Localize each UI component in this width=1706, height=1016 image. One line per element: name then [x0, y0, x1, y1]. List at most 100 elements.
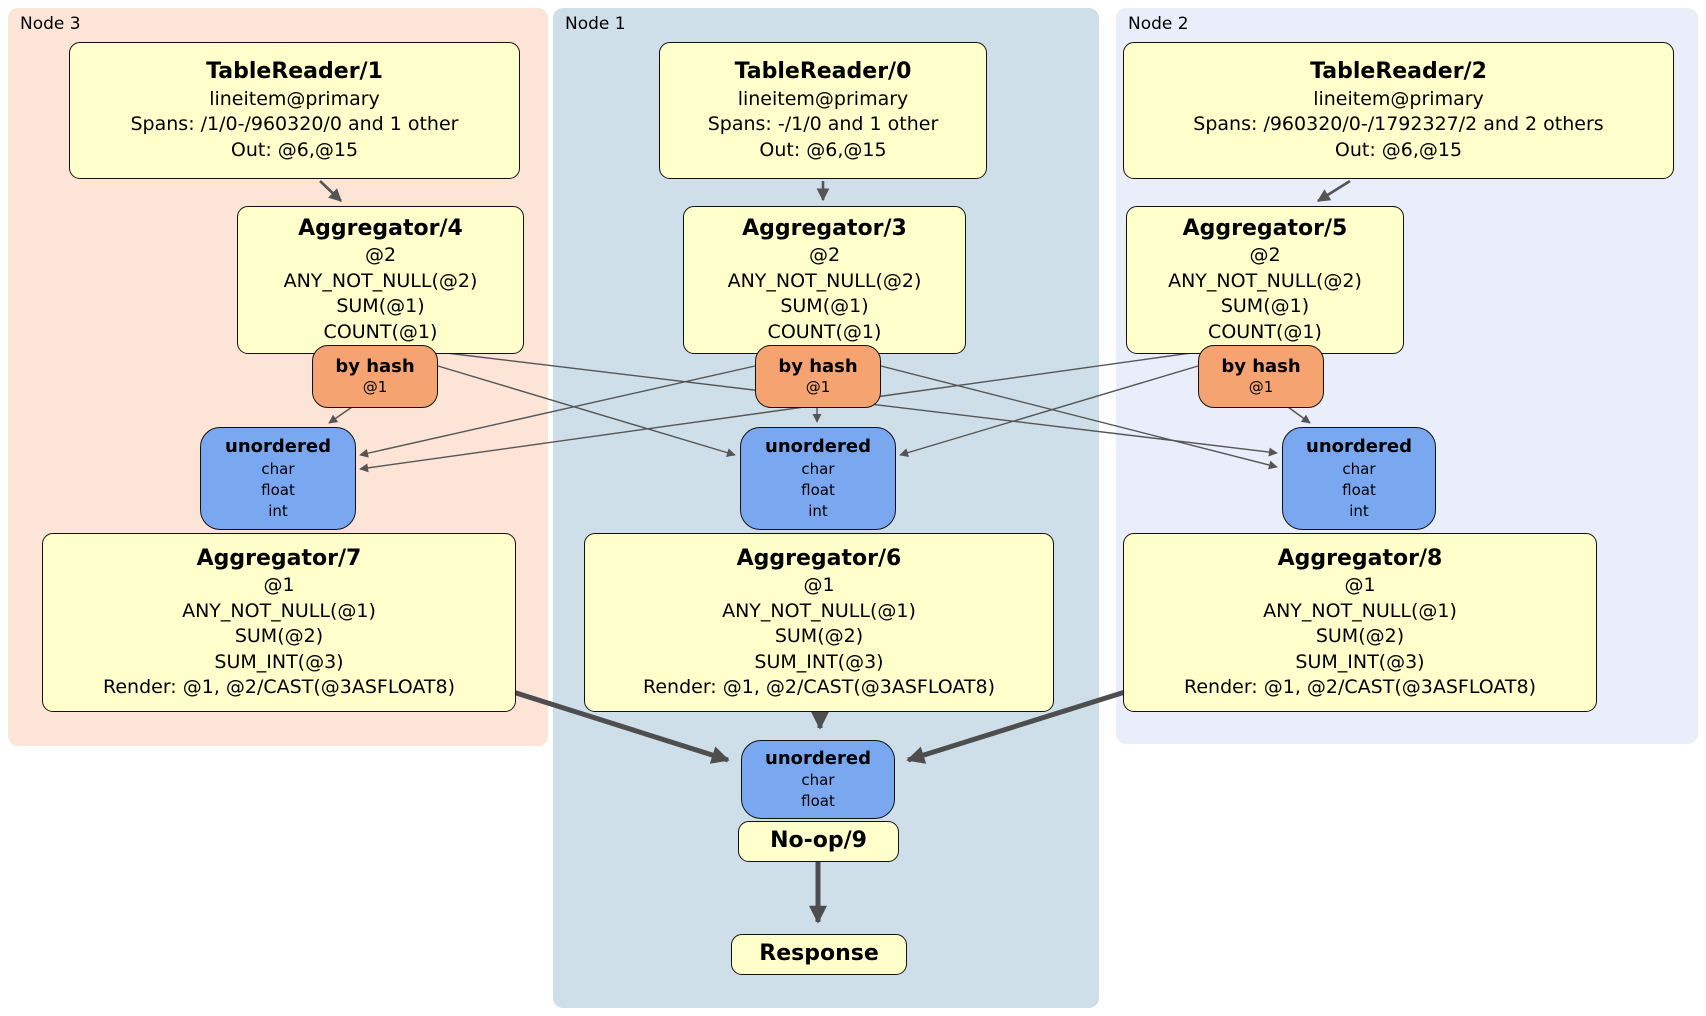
box-line: SUM(@1)	[336, 295, 425, 318]
edge-router3-sync3	[328, 406, 353, 424]
hash-router-node2: by hash @1	[1198, 345, 1324, 408]
box-line: Render: @1, @2/CAST(@3ASFLOAT8)	[643, 675, 995, 698]
box-line: ANY_NOT_NULL(@2)	[727, 269, 922, 292]
box-line: SUM_INT(@3)	[754, 650, 884, 673]
box-line: char	[801, 771, 835, 790]
box-title: Aggregator/5	[1182, 215, 1348, 241]
edge-agg8-syncfinal	[906, 689, 1126, 764]
node-panel-1-label: Node 1	[565, 14, 626, 34]
box-line: SUM(@2)	[1315, 625, 1405, 648]
box-line: Spans: -/1/0 and 1 other	[707, 113, 939, 136]
box-line: int	[1349, 501, 1369, 520]
edge-router2-sync2	[1287, 406, 1311, 424]
edge-agg7-syncfinal	[512, 689, 730, 764]
box-lines: char float int	[801, 459, 835, 522]
box-title: unordered	[1306, 436, 1412, 458]
box-line: SUM_INT(@3)	[214, 650, 344, 673]
box-line: @2	[364, 244, 397, 267]
box-title: Aggregator/4	[298, 215, 463, 241]
box-title: TableReader/0	[734, 59, 912, 85]
box-line: lineitem@primary	[209, 87, 380, 110]
box-line: lineitem@primary	[1313, 87, 1484, 110]
unordered-sync-node2: unordered char float int	[1282, 427, 1436, 530]
box-line: COUNT(@1)	[1208, 320, 1322, 343]
box-line: SUM_INT(@3)	[1295, 650, 1425, 673]
box-line: @1	[1248, 378, 1274, 397]
box-line: float	[801, 480, 835, 499]
box-line: Spans: /960320/0-/1792327/2 and 2 others	[1193, 113, 1604, 136]
edge-tr2-agg5	[1316, 179, 1351, 203]
box-line: SUM(@1)	[1220, 295, 1310, 318]
box-line: ANY_NOT_NULL(@1)	[1263, 599, 1457, 622]
box-line: Spans: /1/0-/960320/0 and 1 other	[130, 113, 459, 136]
box-title: by hash	[335, 356, 415, 378]
box-title: unordered	[765, 747, 871, 769]
box-line: Out: @6,@15	[230, 138, 359, 161]
edge-router2-sync1	[899, 365, 1199, 457]
unordered-sync-final: unordered char float	[741, 740, 895, 819]
box-line: COUNT(@1)	[323, 320, 438, 343]
box-title: No-op/9	[770, 828, 867, 854]
box-title: Aggregator/3	[742, 215, 907, 241]
box-line: float	[801, 792, 835, 811]
box-line: float	[261, 480, 295, 499]
box-title: Aggregator/8	[1277, 545, 1443, 571]
box-line: int	[268, 501, 288, 520]
box-line: char	[801, 459, 835, 478]
box-title: Response	[759, 941, 879, 967]
box-title: unordered	[765, 436, 871, 458]
box-title: unordered	[225, 436, 331, 458]
box-lines: @1	[363, 378, 388, 398]
box-line: ANY_NOT_NULL(@2)	[283, 269, 478, 292]
edge-router3-sync1	[437, 365, 736, 457]
box-line: @1	[263, 574, 295, 597]
box-title: TableReader/2	[1310, 59, 1487, 85]
box-line: char	[1342, 459, 1376, 478]
box-line: int	[808, 501, 828, 520]
box-line: @2	[1249, 244, 1281, 267]
edge-tr1-agg4	[319, 180, 342, 202]
box-line: Out: @6,@15	[759, 138, 887, 161]
box-line: Render: @1, @2/CAST(@3ASFLOAT8)	[1184, 675, 1536, 698]
box-lines: char float int	[1342, 459, 1376, 522]
box-line: float	[1342, 480, 1376, 499]
box-line: @2	[808, 244, 841, 267]
unordered-sync-node1: unordered char float int	[740, 427, 896, 530]
box-lines: char float	[801, 770, 835, 812]
box-lines: @1	[1249, 378, 1274, 398]
box-line: @1	[362, 378, 388, 397]
box-line: SUM(@1)	[780, 295, 869, 318]
box-line: ANY_NOT_NULL(@1)	[182, 599, 376, 622]
edge-router2-sync3	[359, 351, 1199, 473]
box-line: COUNT(@1)	[767, 320, 882, 343]
box-title: Aggregator/6	[736, 545, 902, 571]
box-line: Render: @1, @2/CAST(@3ASFLOAT8)	[103, 675, 455, 698]
box-line: @1	[803, 574, 835, 597]
box-title: by hash	[778, 356, 858, 378]
edge-router1-sync2	[880, 365, 1278, 470]
box-line: ANY_NOT_NULL(@2)	[1168, 269, 1362, 292]
node-panel-2-label: Node 2	[1128, 14, 1189, 34]
box-title: Aggregator/7	[196, 545, 362, 571]
box-line: @1	[805, 378, 831, 397]
box-lines: @1	[806, 378, 831, 398]
box-line: Out: @6,@15	[1334, 138, 1463, 161]
edge-router1-sync3	[359, 365, 756, 458]
box-line: SUM(@2)	[234, 625, 324, 648]
